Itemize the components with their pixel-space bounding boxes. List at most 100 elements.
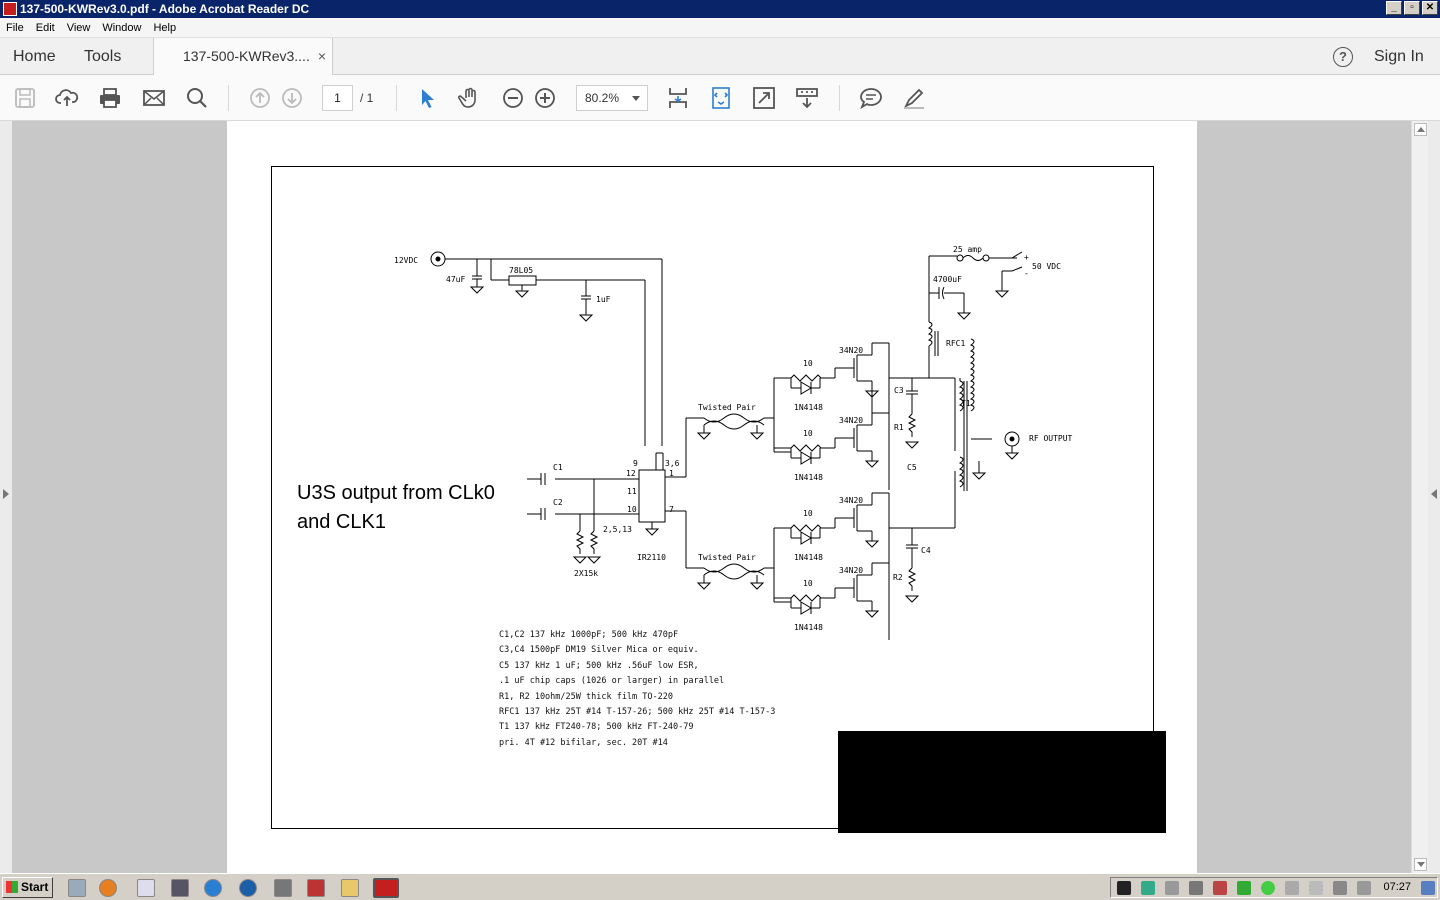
- label-t1: T1: [961, 399, 971, 408]
- firefox-icon[interactable]: [99, 879, 117, 897]
- menu-edit[interactable]: Edit: [35, 21, 55, 34]
- chevron-left-icon: [1431, 489, 1437, 499]
- document-workspace: 12VDC 47uF 78L05 1uF 25 amp + - 50 VDC 4…: [0, 121, 1440, 873]
- label-pin7: 7: [669, 505, 674, 514]
- scroll-up-button[interactable]: [1414, 123, 1427, 136]
- toolbar-separator: [228, 85, 229, 111]
- flag-icon[interactable]: [1309, 881, 1323, 895]
- label-r2: R2: [893, 573, 903, 582]
- label-pin36: 3,6: [665, 459, 680, 468]
- tab-bar: Home Tools 137-500-KWRev3.... × ? Sign I…: [0, 38, 1440, 76]
- chevron-down-icon: [632, 96, 640, 101]
- sign-in-link[interactable]: Sign In: [1374, 48, 1424, 65]
- label-pin9: 9: [633, 459, 638, 468]
- usb-icon[interactable]: [1189, 881, 1203, 895]
- app-icon[interactable]: [171, 879, 189, 897]
- display-icon[interactable]: [1333, 881, 1347, 895]
- network-icon[interactable]: [1117, 881, 1131, 895]
- left-pane-toggle[interactable]: [0, 121, 12, 873]
- note-line: R1, R2 10ohm/25W thick film TO-220: [499, 691, 673, 702]
- menu-view[interactable]: View: [66, 21, 91, 34]
- check-icon[interactable]: [1285, 881, 1299, 895]
- globe-icon[interactable]: [239, 879, 257, 897]
- security-icon[interactable]: [1141, 881, 1155, 895]
- close-window-button[interactable]: ✕: [1422, 1, 1438, 15]
- print-icon[interactable]: [98, 86, 122, 110]
- hand-tool-icon[interactable]: [458, 86, 482, 110]
- sync-icon[interactable]: [1261, 881, 1275, 895]
- tab-document[interactable]: 137-500-KWRev3.... ×: [153, 38, 333, 76]
- label-12vdc: 12VDC: [394, 256, 418, 265]
- note-line: .1 uF chip caps (1026 or larger) in para…: [499, 676, 725, 687]
- language-icon[interactable]: [1165, 881, 1179, 895]
- label-rfc1: RFC1: [946, 339, 965, 348]
- label-pin12: 12: [626, 469, 636, 478]
- show-desktop-icon[interactable]: [1421, 881, 1435, 895]
- label-diode-4: 1N4148: [794, 623, 823, 632]
- start-button[interactable]: Start: [2, 877, 53, 898]
- label-c3: C3: [894, 386, 904, 395]
- read-mode-icon[interactable]: [795, 86, 819, 110]
- menu-file[interactable]: File: [6, 21, 24, 34]
- label-4700uf: 4700uF: [933, 275, 962, 284]
- document-tab-label: 137-500-KWRev3....: [183, 48, 310, 64]
- app-red-icon[interactable]: [307, 879, 325, 897]
- label-pin1: 1: [669, 469, 674, 478]
- folder-icon[interactable]: [341, 879, 359, 897]
- label-r10-2: 10: [803, 429, 813, 438]
- clock[interactable]: 07:27: [1383, 881, 1411, 893]
- volume-icon[interactable]: [1213, 881, 1227, 895]
- note-line: C1,C2 137 kHz 1000pF; 500 kHz 470pF: [499, 630, 679, 640]
- search-icon[interactable]: [185, 86, 209, 110]
- page-number-input[interactable]: 1: [322, 85, 353, 111]
- label-47uf: 47uF: [446, 275, 465, 284]
- tab-tools[interactable]: Tools: [84, 48, 122, 65]
- previous-page-icon[interactable]: [248, 86, 272, 110]
- menu-window[interactable]: Window: [102, 21, 142, 34]
- note-line: C5 137 kHz 1 uF; 500 kHz .56uF low ESR,: [499, 660, 699, 671]
- email-icon[interactable]: [142, 86, 166, 110]
- label-fet-2: 34N20: [839, 416, 863, 425]
- next-page-icon[interactable]: [280, 86, 304, 110]
- speaker-icon[interactable]: [1357, 881, 1371, 895]
- help-icon[interactable]: ?: [1333, 47, 1353, 67]
- pdf-page[interactable]: 12VDC 47uF 78L05 1uF 25 amp + - 50 VDC 4…: [227, 121, 1197, 873]
- start-label: Start: [21, 880, 49, 894]
- title-bar: 137-500-KWRev3.0.pdf - Adobe Acrobat Rea…: [0, 0, 1440, 18]
- right-pane-toggle[interactable]: [1428, 121, 1440, 873]
- text-annotation[interactable]: U3S output from CLk0 and CLK1: [297, 479, 495, 537]
- minimize-button[interactable]: _: [1386, 1, 1402, 15]
- label-pin10: 10: [627, 505, 637, 514]
- browser-icon[interactable]: [204, 879, 222, 897]
- save-icon[interactable]: [13, 86, 37, 110]
- zoom-out-icon[interactable]: [501, 86, 525, 110]
- select-cursor-icon[interactable]: [415, 86, 439, 110]
- zoom-level-value: 80.2%: [585, 91, 620, 105]
- close-tab-icon[interactable]: ×: [317, 48, 326, 64]
- restore-button[interactable]: ▫: [1404, 1, 1420, 15]
- redaction-block: [838, 731, 1166, 833]
- tab-home[interactable]: Home: [13, 48, 56, 65]
- note-line: pri. 4T #12 bifilar, sec. 20T #14: [499, 737, 668, 748]
- update-icon[interactable]: [1237, 881, 1251, 895]
- schematic-frame: [271, 166, 1154, 829]
- label-r1: R1: [894, 423, 904, 432]
- acrobat-taskbar-button[interactable]: [373, 878, 399, 898]
- full-screen-icon[interactable]: [752, 86, 776, 110]
- scrolling-mode-icon[interactable]: [666, 86, 690, 110]
- desktop-icon[interactable]: [68, 879, 86, 897]
- note-line: C3,C4 1500pF DM19 Silver Mica or equiv.: [499, 645, 699, 656]
- scroll-down-button[interactable]: [1414, 858, 1427, 871]
- comment-icon[interactable]: [859, 86, 883, 110]
- notepad-icon[interactable]: [137, 879, 155, 897]
- fit-page-icon[interactable]: [709, 86, 733, 110]
- zoom-level-select[interactable]: 80.2%: [576, 85, 648, 111]
- label-fuse: 25 amp: [953, 245, 982, 254]
- menu-help[interactable]: Help: [153, 21, 177, 34]
- upload-cloud-icon[interactable]: [55, 86, 79, 110]
- highlight-pen-icon[interactable]: [902, 86, 926, 110]
- zoom-in-icon[interactable]: [533, 86, 557, 110]
- label-50vdc: 50 VDC: [1032, 262, 1061, 271]
- utility-icon[interactable]: [274, 879, 292, 897]
- vertical-scrollbar[interactable]: [1411, 121, 1428, 873]
